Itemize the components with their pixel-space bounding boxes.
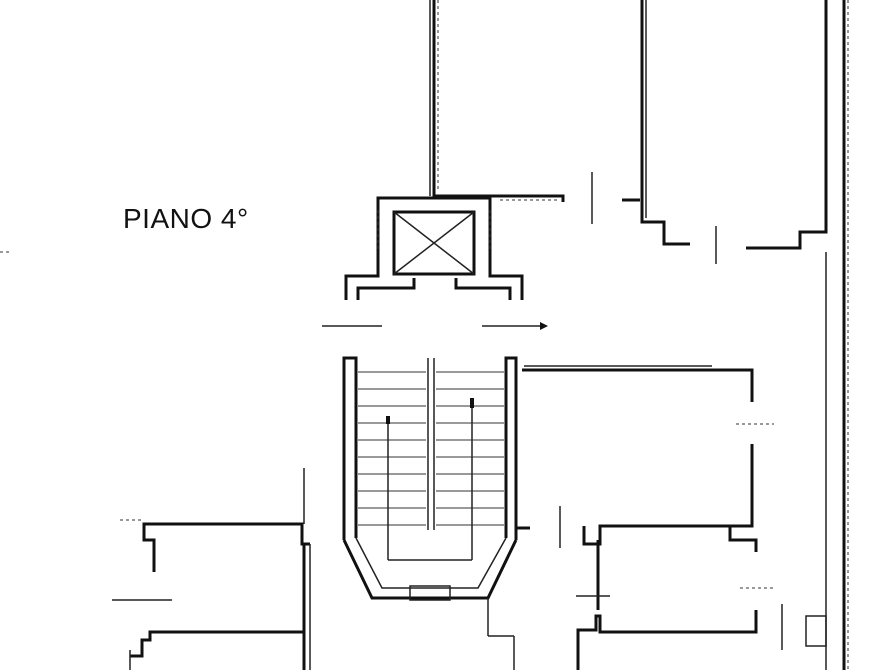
right-mid-walls [522,365,783,670]
exterior-wall-right [805,0,849,670]
left-lower-walls [112,468,515,670]
floor-label: PIANO 4° [123,203,249,234]
upper-corridor-walls [429,0,565,202]
staircase [342,356,530,601]
landing-lines [322,322,548,330]
right-upper-walls [591,0,828,264]
lift-shaft [344,196,560,300]
